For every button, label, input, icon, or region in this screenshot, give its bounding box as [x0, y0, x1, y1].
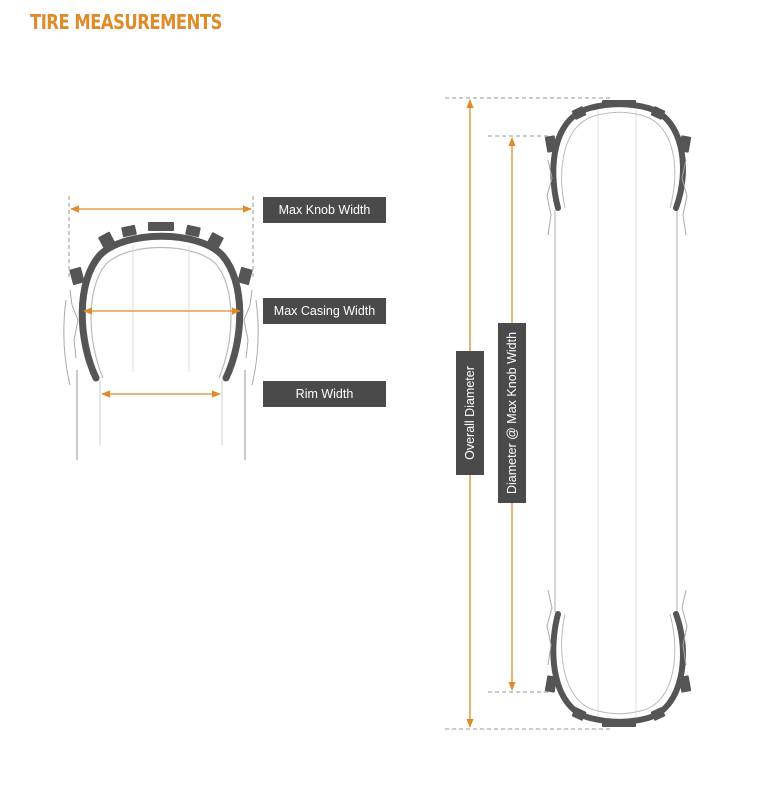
overall-diameter-label: Overall Diameter — [456, 351, 484, 475]
side-profile-tire — [445, 97, 692, 730]
rim-width-label: Rim Width — [263, 381, 386, 407]
cross-section-tire — [63, 196, 259, 460]
diameter-at-max-knob-width-text: Diameter @ Max Knob Width — [505, 331, 519, 495]
overall-diameter-text: Overall Diameter — [463, 366, 477, 460]
tread-knobs — [69, 222, 253, 286]
diameter-at-max-knob-width-label: Diameter @ Max Knob Width — [498, 323, 526, 503]
page-title: TIRE MEASUREMENTS — [30, 10, 222, 34]
casing — [78, 232, 244, 382]
max-casing-width-label: Max Casing Width — [263, 298, 386, 324]
max-knob-width-label: Max Knob Width — [263, 197, 386, 223]
